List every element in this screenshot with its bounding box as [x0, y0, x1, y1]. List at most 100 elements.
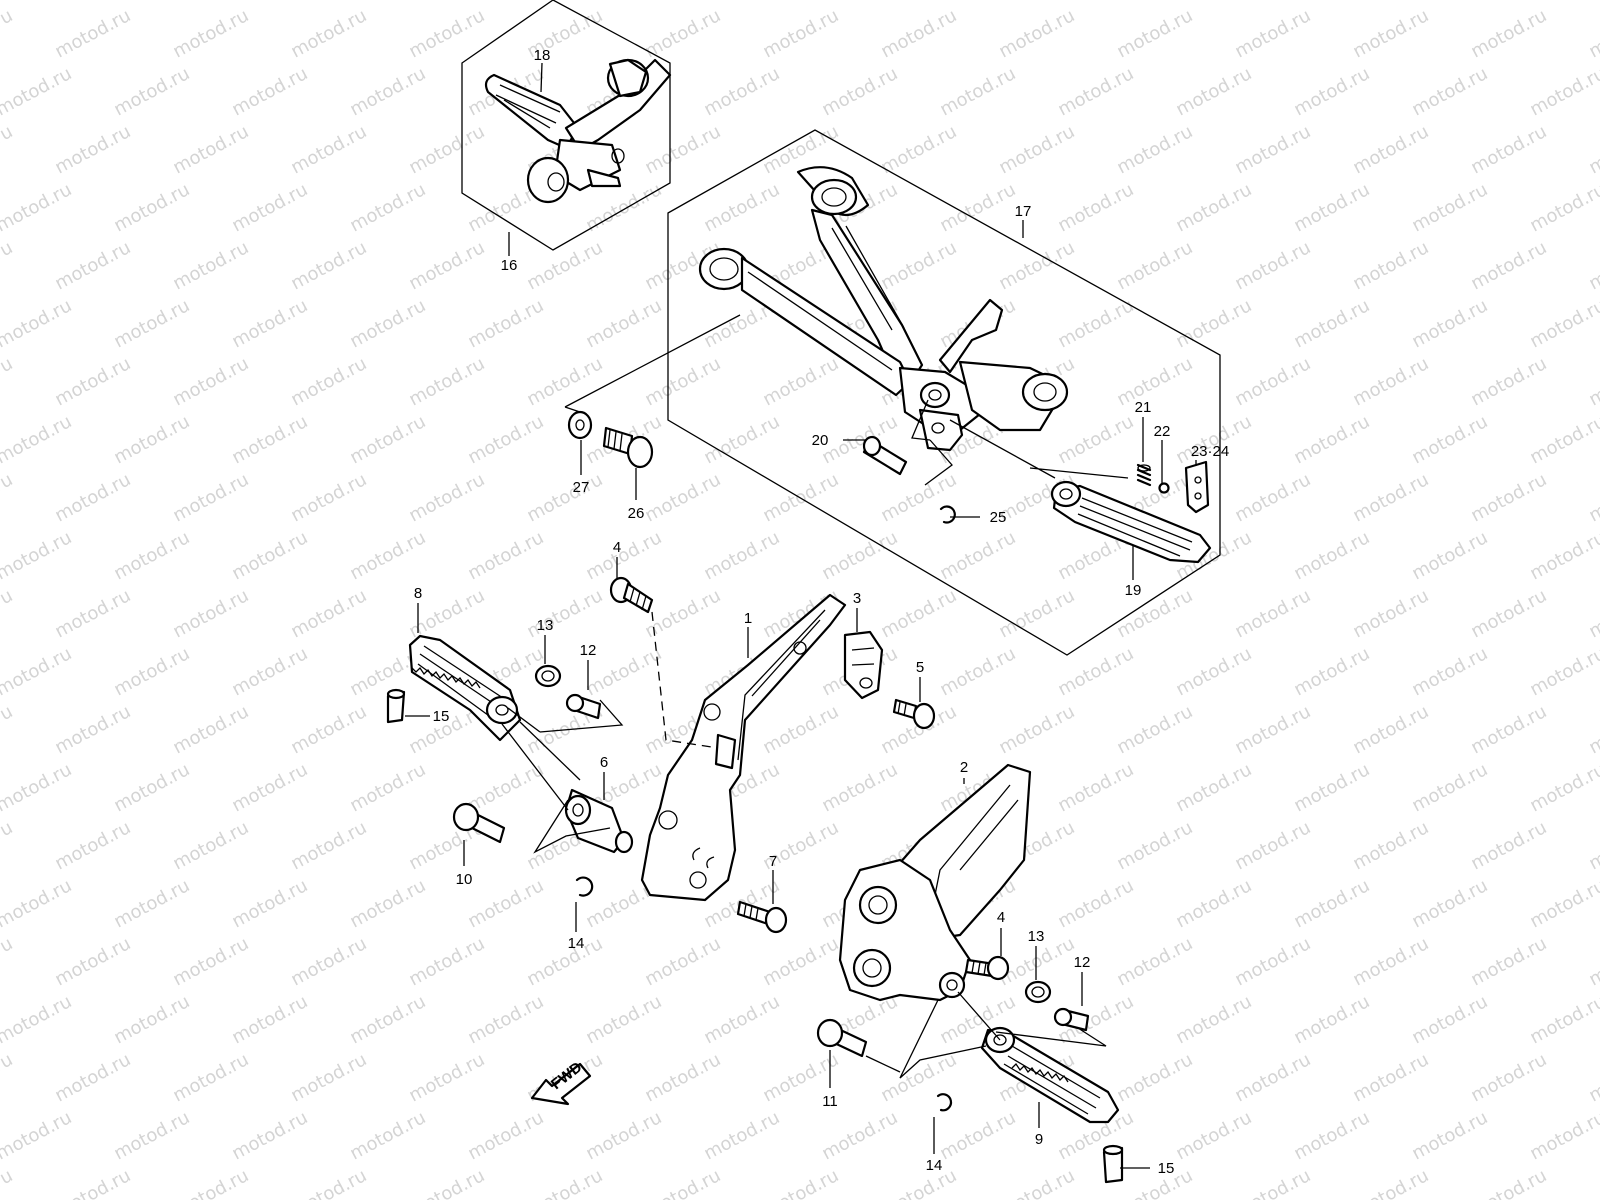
fwd-arrow-icon — [530, 1062, 592, 1106]
watermark-text: motod.ru — [228, 991, 311, 1048]
watermark-text: motod.ru — [1408, 991, 1491, 1048]
watermark-text: motod.ru — [0, 5, 16, 62]
watermark-text: motod.ru — [641, 933, 724, 990]
watermark-text: motod.ru — [1290, 991, 1373, 1048]
watermark-text: motod.ru — [1290, 527, 1373, 584]
watermark-text: motod.ru — [51, 5, 134, 62]
callout-12-right: 12 — [1074, 954, 1091, 971]
watermark-text: motod.ru — [1172, 991, 1255, 1048]
watermark-text: motod.ru — [1172, 1107, 1255, 1164]
watermark-text: motod.ru — [51, 701, 134, 758]
pin-10 — [452, 802, 506, 844]
watermark-text: motod.ru — [0, 817, 16, 874]
watermark-text: motod.ru — [1290, 63, 1373, 120]
spring-13b — [1024, 980, 1052, 1004]
callout-9: 9 — [1035, 1131, 1043, 1148]
watermark-text: motod.ru — [1585, 121, 1600, 178]
watermark-text: motod.ru — [287, 469, 370, 526]
watermark-text: motod.ru — [1526, 1107, 1600, 1164]
rubber-15a — [386, 688, 406, 724]
callout-6: 6 — [600, 754, 608, 771]
watermark-text: motod.ru — [0, 411, 75, 468]
watermark-text: motod.ru — [169, 933, 252, 990]
watermark-text: motod.ru — [464, 1107, 547, 1164]
watermark-text: motod.ru — [818, 759, 901, 816]
rubber-15b — [1102, 1144, 1124, 1184]
watermark-text: motod.ru — [1290, 759, 1373, 816]
plunger-12a — [565, 693, 602, 720]
watermark-text: motod.ru — [169, 469, 252, 526]
watermark-text: motod.ru — [1172, 0, 1255, 4]
watermark-text: motod.ru — [995, 701, 1078, 758]
watermark-text: motod.ru — [0, 1107, 75, 1164]
callout-19: 19 — [1125, 582, 1142, 599]
watermark-text: motod.ru — [1290, 1107, 1373, 1164]
watermark-text: motod.ru — [936, 0, 1019, 4]
callout-1: 1 — [744, 610, 752, 627]
watermark-text: motod.ru — [1467, 817, 1550, 874]
watermark-text: motod.ru — [1349, 121, 1432, 178]
watermark-text: motod.ru — [110, 527, 193, 584]
watermark-text: motod.ru — [110, 0, 193, 4]
watermark-text: motod.ru — [1349, 817, 1432, 874]
watermark-text: motod.ru — [405, 933, 488, 990]
watermark-text: motod.ru — [1231, 701, 1314, 758]
watermark-text: motod.ru — [346, 991, 429, 1048]
watermark-text: motod.ru — [1408, 875, 1491, 932]
watermark-text: motod.ru — [1054, 759, 1137, 816]
watermark-text: motod.ru — [110, 875, 193, 932]
callout-leaders — [405, 62, 1197, 1169]
watermark-text: motod.ru — [700, 411, 783, 468]
watermark-text: motod.ru — [582, 179, 665, 236]
spring-13a — [534, 664, 562, 688]
watermark-text: motod.ru — [995, 585, 1078, 642]
watermark-text: motod.ru — [1113, 933, 1196, 990]
watermark-text: motod.ru — [228, 0, 311, 4]
watermark-text: motod.ru — [1526, 991, 1600, 1048]
watermark-text: motod.ru — [169, 701, 252, 758]
callout-4-right: 4 — [997, 909, 1005, 926]
watermark-text: motod.ru — [700, 0, 783, 4]
callout-12-left: 12 — [580, 642, 597, 659]
watermark-text: motod.ru — [1054, 411, 1137, 468]
watermark-text: motod.ru — [0, 63, 75, 120]
watermark-text: motod.ru — [523, 469, 606, 526]
watermark-text: motod.ru — [1172, 759, 1255, 816]
watermark-text: motod.ru — [641, 469, 724, 526]
watermark-text: motod.ru — [877, 585, 960, 642]
watermark-text: motod.ru — [0, 0, 75, 4]
watermark-text: motod.ru — [1113, 237, 1196, 294]
watermark-text: motod.ru — [1113, 121, 1196, 178]
bolt-4b — [964, 955, 1010, 981]
watermark-text: motod.ru — [0, 643, 75, 700]
watermark-text: motod.ru — [1290, 875, 1373, 932]
watermark-text: motod.ru — [1585, 353, 1600, 410]
watermark-text: motod.ru — [1113, 353, 1196, 410]
watermark-text: motod.ru — [1172, 643, 1255, 700]
watermark-text: motod.ru — [110, 295, 193, 352]
watermark-text: motod.ru — [287, 701, 370, 758]
watermark-text: motod.ru — [1231, 469, 1314, 526]
watermark-text: motod.ru — [1231, 5, 1314, 62]
watermark-text: motod.ru — [405, 469, 488, 526]
bolt-7 — [736, 900, 788, 934]
callout-5: 5 — [916, 659, 924, 676]
watermark-text: motod.ru — [582, 295, 665, 352]
watermark-text: motod.ru — [1467, 701, 1550, 758]
watermark-text: motod.ru — [523, 237, 606, 294]
watermark-text: motod.ru — [169, 1049, 252, 1106]
watermark-text: motod.ru — [228, 1107, 311, 1164]
footpeg-8 — [408, 634, 522, 742]
watermark-text: motod.ru — [51, 933, 134, 990]
watermark-text: motod.ru — [700, 527, 783, 584]
watermark-text: motod.ru — [346, 179, 429, 236]
watermark-text: motod.ru — [1467, 1165, 1550, 1200]
watermark-text: motod.ru — [346, 63, 429, 120]
watermark-text: motod.ru — [0, 237, 16, 294]
watermark-text: motod.ru — [1408, 411, 1491, 468]
watermark-text: motod.ru — [1467, 585, 1550, 642]
watermark-text: motod.ru — [1172, 295, 1255, 352]
watermark-text: motod.ru — [1467, 353, 1550, 410]
footpeg-9 — [980, 1026, 1120, 1124]
watermark-text: motod.ru — [995, 121, 1078, 178]
